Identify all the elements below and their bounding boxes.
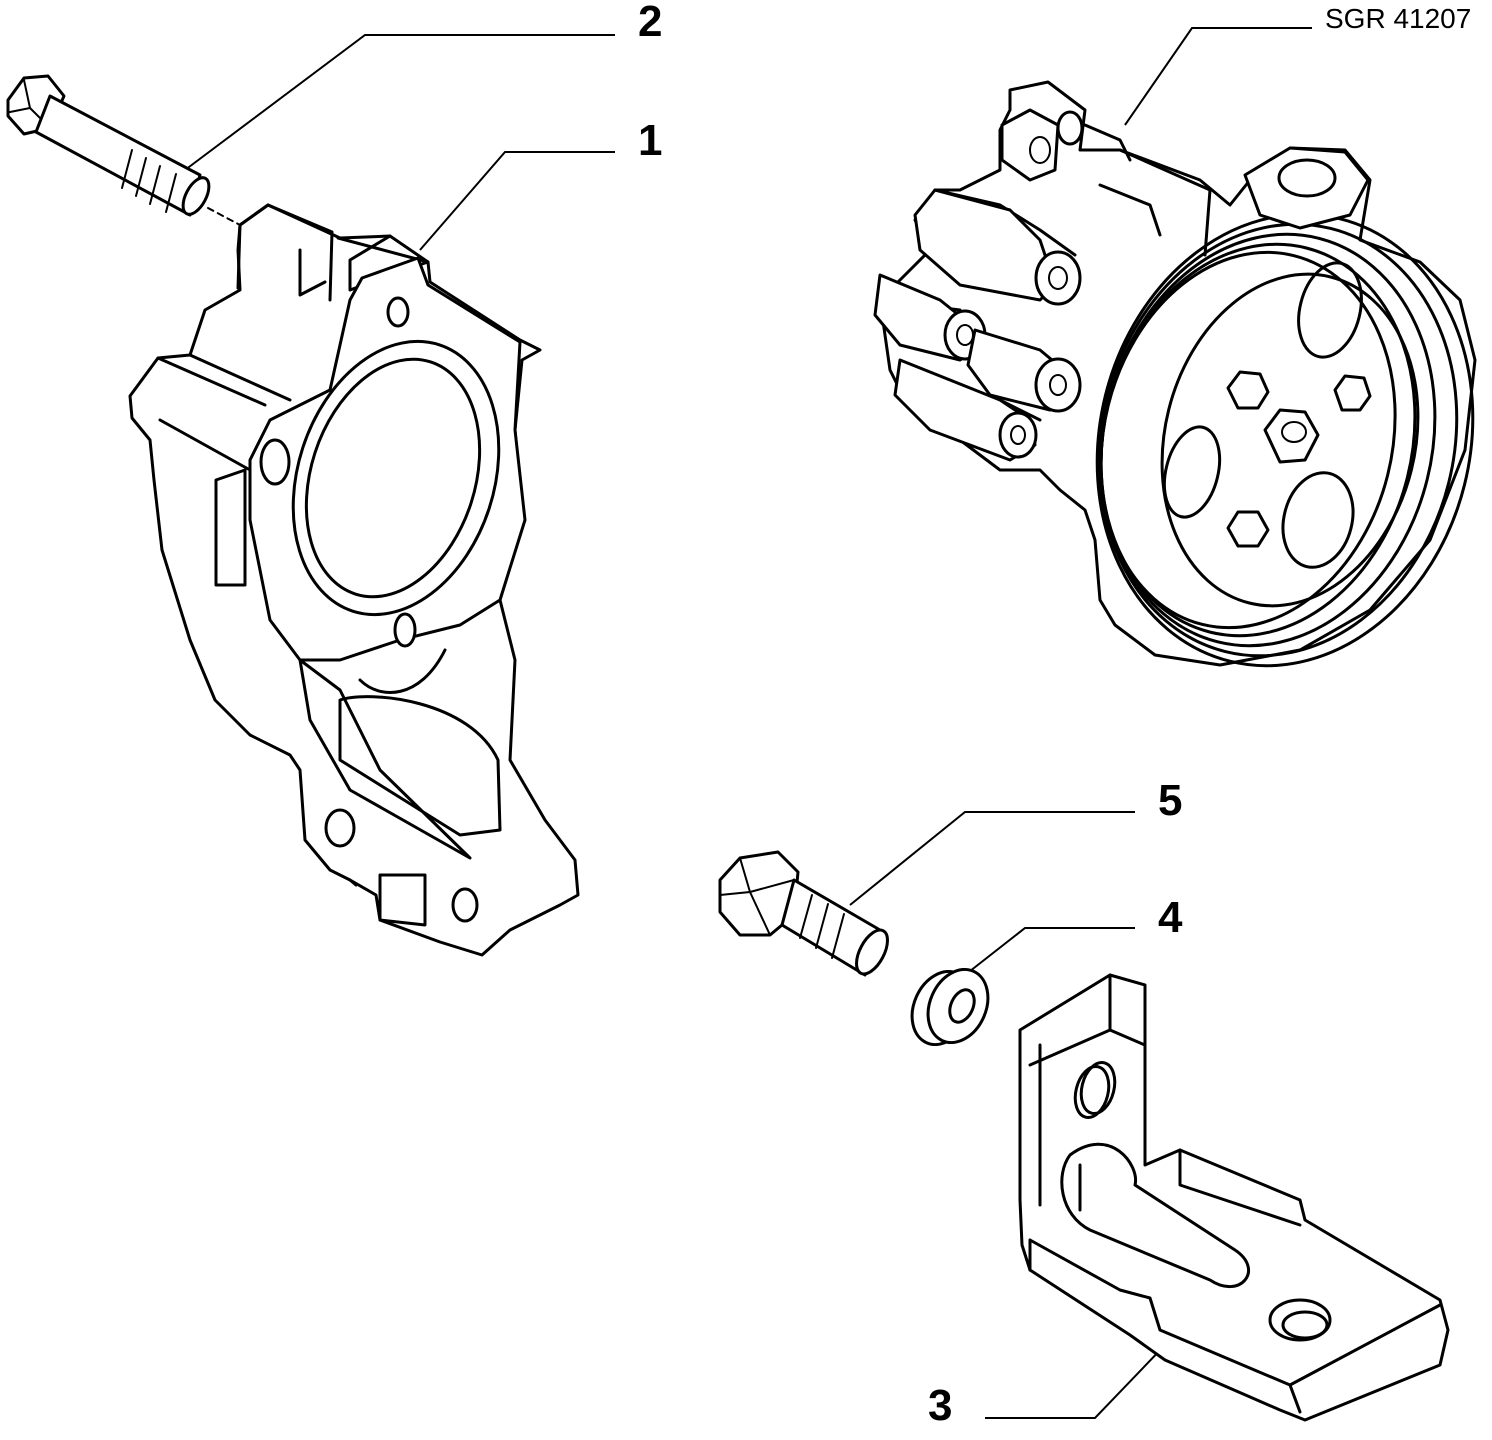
part-l-bracket[interactable] (1018, 973, 1450, 1422)
part-washer[interactable] (901, 960, 999, 1054)
callout-5: 5 (849, 776, 1182, 906)
part-pump-bracket[interactable] (128, 203, 580, 957)
callout-2: 2 (184, 0, 662, 171)
callout-1-label: 1 (638, 116, 662, 165)
part-steering-pump[interactable] (873, 80, 1492, 706)
drawing-reference-code: SGR 41207 (1325, 3, 1471, 34)
callout-4: 4 (964, 893, 1183, 976)
callout-ref-leader (1124, 27, 1312, 126)
callout-3-label: 3 (928, 1381, 952, 1430)
callout-4-label: 4 (1158, 893, 1183, 942)
callout-2-label: 2 (638, 0, 662, 46)
callout-3: 3 (928, 1344, 1166, 1430)
callout-5-label: 5 (1158, 776, 1182, 825)
part-long-bolt[interactable] (6, 74, 241, 226)
part-short-bolt[interactable] (718, 850, 894, 979)
callout-1: 1 (419, 116, 662, 251)
